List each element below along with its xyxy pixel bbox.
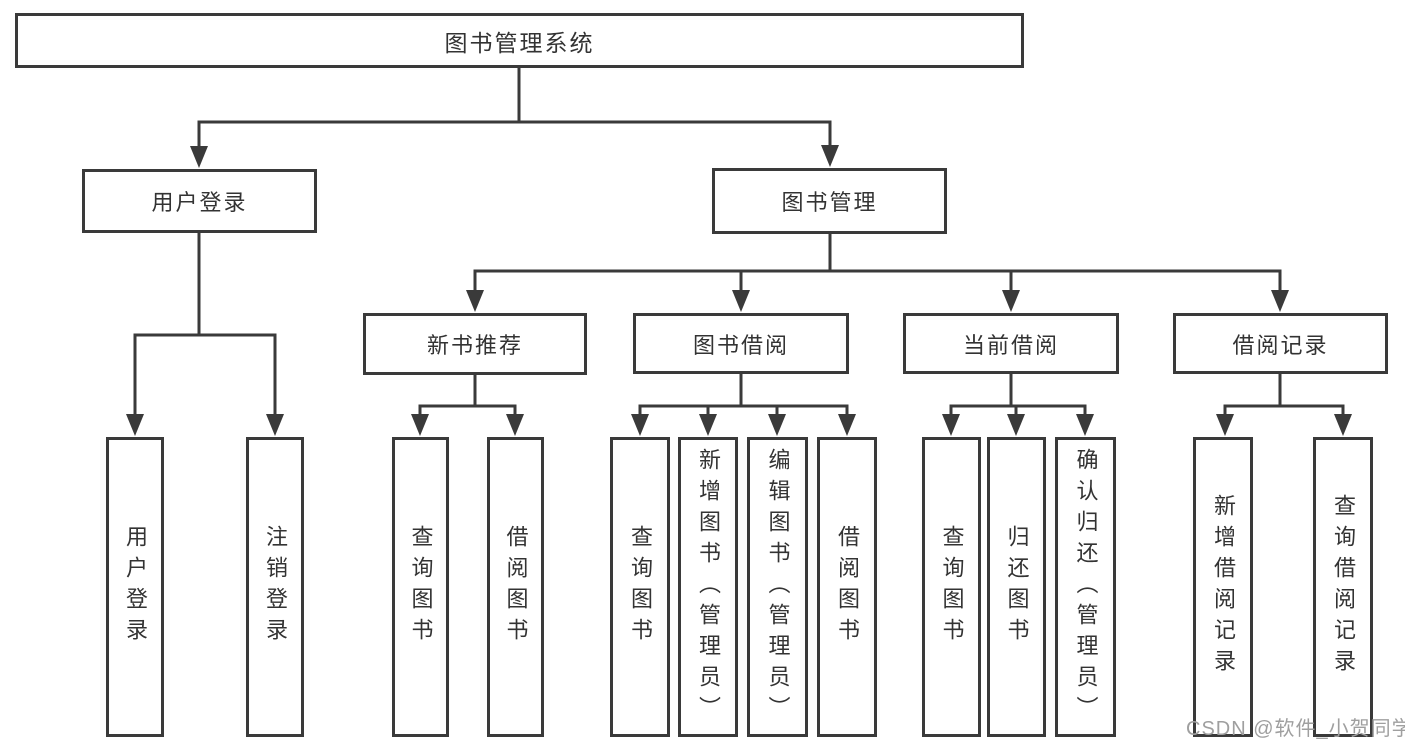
leaf-logout: 注销登录 xyxy=(246,437,304,737)
arrowhead-icon xyxy=(506,414,524,436)
arrowhead-icon xyxy=(266,414,284,436)
leaf-label: 借阅图书 xyxy=(503,525,529,649)
arrowhead-icon xyxy=(126,414,144,436)
arrowhead-icon xyxy=(1216,414,1234,436)
arrowhead-icon xyxy=(631,414,649,436)
connector-root-to-level2 xyxy=(197,66,832,150)
arrowhead-icon xyxy=(699,414,717,436)
arrowhead-icon xyxy=(768,414,786,436)
leaf-label: 用户登录 xyxy=(123,525,148,649)
leaf-user-login: 用户登录 xyxy=(106,437,164,737)
leaf-label: 确认归还（管理员） xyxy=(1073,447,1099,727)
arrowhead-icon xyxy=(1002,290,1020,312)
leaf-add-borrow-record: 新增借阅记录 xyxy=(1193,437,1253,737)
leaf-label: 注销登录 xyxy=(263,525,288,649)
leaf-query-borrow-record: 查询借阅记录 xyxy=(1313,437,1373,737)
arrowhead-icon xyxy=(466,290,484,312)
leaf-borrow-query-books: 查询图书 xyxy=(610,437,670,737)
arrowhead-icon xyxy=(411,414,429,436)
arrowhead-icon xyxy=(838,414,856,436)
leaf-label: 查询借阅记录 xyxy=(1331,494,1356,680)
connector-book-mgmt-children xyxy=(473,232,1282,294)
connector-current-borrow-children xyxy=(949,372,1087,418)
connector-book-borrow-children xyxy=(638,372,849,418)
csdn-watermark: CSDN @软件_小贺同学 xyxy=(1186,718,1405,740)
leaf-newrec-borrow-books: 借阅图书 xyxy=(487,437,544,737)
leaf-label: 查询图书 xyxy=(628,525,653,649)
arrowhead-icon xyxy=(1007,414,1025,436)
leaf-edit-books-admin: 编辑图书（管理员） xyxy=(747,437,808,737)
node-new-book-rec: 新书推荐 xyxy=(363,313,587,375)
leaf-return-books: 归还图书 xyxy=(987,437,1046,737)
node-user-login: 用户登录 xyxy=(82,169,317,233)
arrowhead-icon xyxy=(1334,414,1352,436)
node-root: 图书管理系统 xyxy=(15,13,1024,68)
leaf-label: 查询图书 xyxy=(408,525,434,649)
node-borrow-records: 借阅记录 xyxy=(1173,313,1388,374)
arrowhead-icon xyxy=(190,146,208,168)
leaf-current-query-books: 查询图书 xyxy=(922,437,981,737)
connector-user-login-children xyxy=(133,231,277,418)
leaf-label: 新增图书（管理员） xyxy=(696,447,721,727)
connector-new-book-rec-children xyxy=(418,373,517,418)
leaf-newrec-query-books: 查询图书 xyxy=(392,437,449,737)
node-book-borrow: 图书借阅 xyxy=(633,313,849,374)
leaf-label: 查询图书 xyxy=(939,525,965,649)
leaf-label: 编辑图书（管理员） xyxy=(765,447,791,727)
leaf-confirm-return-admin: 确认归还（管理员） xyxy=(1055,437,1116,737)
arrowhead-icon xyxy=(1076,414,1094,436)
arrowhead-icon xyxy=(942,414,960,436)
leaf-label: 借阅图书 xyxy=(835,525,860,649)
connector-borrow-records-children xyxy=(1223,372,1345,418)
leaf-add-books-admin: 新增图书（管理员） xyxy=(678,437,738,737)
arrowhead-icon xyxy=(1271,290,1289,312)
arrowhead-icon xyxy=(732,290,750,312)
node-book-mgmt: 图书管理 xyxy=(712,168,947,234)
arrowhead-icon xyxy=(821,145,839,167)
node-current-borrow: 当前借阅 xyxy=(903,313,1119,374)
leaf-label: 归还图书 xyxy=(1004,525,1030,649)
leaf-label: 新增借阅记录 xyxy=(1211,494,1236,680)
leaf-borrow-books: 借阅图书 xyxy=(817,437,877,737)
